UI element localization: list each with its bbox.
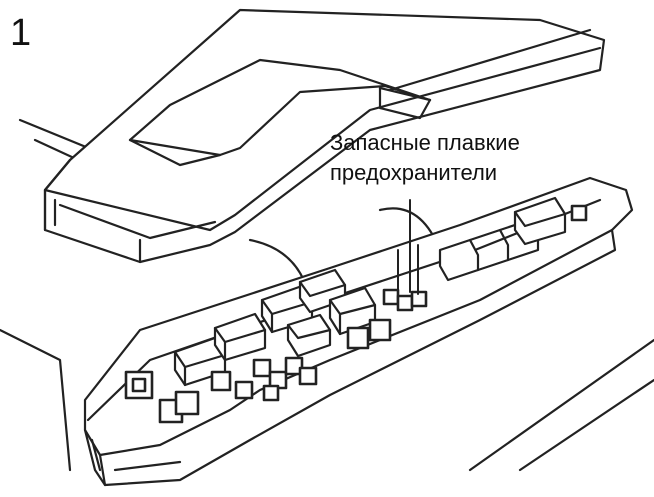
callout-leader-lines	[397, 199, 419, 297]
step-number: 1	[10, 12, 32, 54]
spare-fuses-callout: Запасные плавкие предохранители	[330, 128, 520, 188]
fuses	[124, 204, 588, 424]
callout-line-1: Запасные плавкие	[330, 130, 520, 155]
fuse-box-cover	[43, 8, 606, 264]
callout-line-2: предохранители	[330, 160, 498, 185]
